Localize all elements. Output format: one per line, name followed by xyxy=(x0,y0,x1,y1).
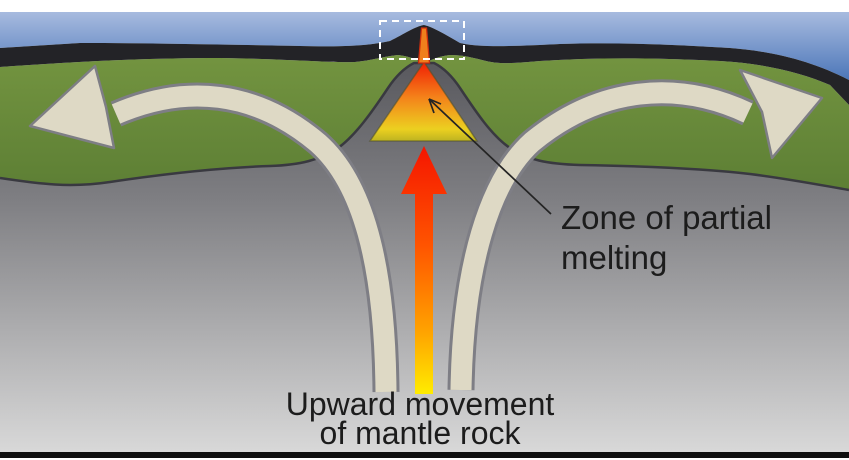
leader-line-arrow-icon xyxy=(428,98,552,215)
zone-label-line1: Zone of partial xyxy=(561,199,772,236)
zone-of-partial-melting-label: Zone of partial melting xyxy=(561,198,772,278)
upward-movement-label: Upward movement of mantle rock xyxy=(218,386,622,451)
zone-of-partial-melting-triangle xyxy=(368,60,479,142)
divergence-arrow-right xyxy=(447,68,824,391)
magma-conduit-icon xyxy=(417,27,431,64)
upward-label-line2: of mantle rock xyxy=(319,415,521,451)
ridge-axis-highlight-box xyxy=(379,20,465,60)
upward-label-line1: Upward movement xyxy=(285,386,555,422)
divergence-arrow-left xyxy=(28,64,400,393)
ocean-water-layer xyxy=(0,12,849,80)
oceanic-crust-layer xyxy=(0,25,849,105)
zone-label-line2: melting xyxy=(561,239,668,276)
layer-boundary-line xyxy=(0,61,849,192)
upwelling-arrow-icon xyxy=(401,146,447,394)
bottom-border-bar xyxy=(0,452,849,458)
